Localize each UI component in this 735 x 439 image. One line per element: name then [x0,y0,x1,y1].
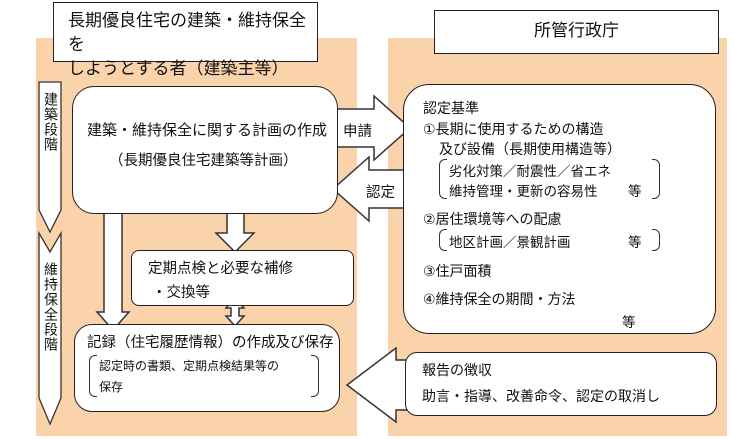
plan-line1: 建築・維持保全に関する計画の作成 [87,121,328,139]
criteria-item1-sub2-suffix: 等 [628,184,642,200]
criteria-item1-line1: ①長期に使用するための構造 [423,122,604,138]
certify-label: 認定 [366,185,395,201]
criteria-item1-line2: 及び設備（長期使用構造等） [439,142,621,158]
criteria-item2-bracket-left [439,229,447,251]
report-line2: 助言・指導、改善命令、認定の取消し [422,389,660,405]
record-sub-bracket-left [89,355,97,397]
criteria-heading: 認定基準 [423,101,479,117]
record-sub2: 保存 [99,380,124,394]
plan-line2: （長期優良住宅建築等計画） [109,153,298,169]
criteria-item4-suffix: 等 [622,315,636,331]
criteria-item1-bracket-right [652,159,660,199]
inspection-box: 定期点検と必要な補修 ・交換等 [131,250,354,306]
apply-arrow [335,94,412,162]
report-line1: 報告の徴収 [422,363,492,379]
criteria-item2-sub: 地区計画／景観計画 [449,235,571,251]
plan-to-record-arrow [95,212,131,332]
record-box: 記録（住宅履歴情報）の作成及び保存 認定時の書類、定期点検結果等の 保存 [74,324,340,412]
criteria-item2: ②居住環境等への配慮 [423,212,562,228]
criteria-item2-sub-suffix: 等 [628,235,642,251]
plan-box: 建築・維持保全に関する計画の作成 （長期優良住宅建築等計画） [72,86,338,214]
certify-arrow [331,155,408,223]
apply-label: 申請 [343,124,372,140]
criteria-item4: ④維持保全の期間・方法 [423,292,576,308]
record-sub-bracket-right [311,355,319,397]
authority-title: 所管行政庁 [534,21,619,41]
criteria-box: 認定基準 ①長期に使用するための構造 及び設備（長期使用構造等） 劣化対策／耐震… [403,84,716,334]
construction-phase-arrow [38,81,62,234]
criteria-item3: ③住戸面積 [423,264,492,280]
plan-to-inspection-arrow [214,212,256,254]
maintenance-phase-label: 維持保全段階 [42,262,58,352]
inspection-line2: ・交換等 [152,285,210,301]
criteria-item2-bracket-right [652,229,660,251]
record-line1: 記録（住宅履歴情報）の作成及び保存 [87,335,334,351]
criteria-item1-sub1: 劣化対策／耐震性／省エネ [449,164,611,180]
authority-header: 所管行政庁 [434,10,719,54]
criteria-item1-bracket-left [439,159,447,199]
applicant-header: 長期優良住宅の建築・維持保全を しようとする者（建築主等） [53,2,318,79]
maintenance-phase-arrow [38,230,62,426]
report-arrow [345,346,408,424]
applicant-title-line1: 長期優良住宅の建築・維持保全を [68,11,306,55]
inspection-line1: 定期点検と必要な補修 [148,261,293,277]
construction-phase-label: 建築段階 [42,92,58,152]
criteria-item1-sub2: 維持管理・更新の容易性 [449,184,598,200]
report-box: 報告の徴収 助言・指導、改善命令、認定の取消し [405,352,717,416]
record-sub1: 認定時の書類、定期点検結果等の [99,359,280,373]
applicant-title-line2: しようとする者（建築主等） [68,59,289,79]
